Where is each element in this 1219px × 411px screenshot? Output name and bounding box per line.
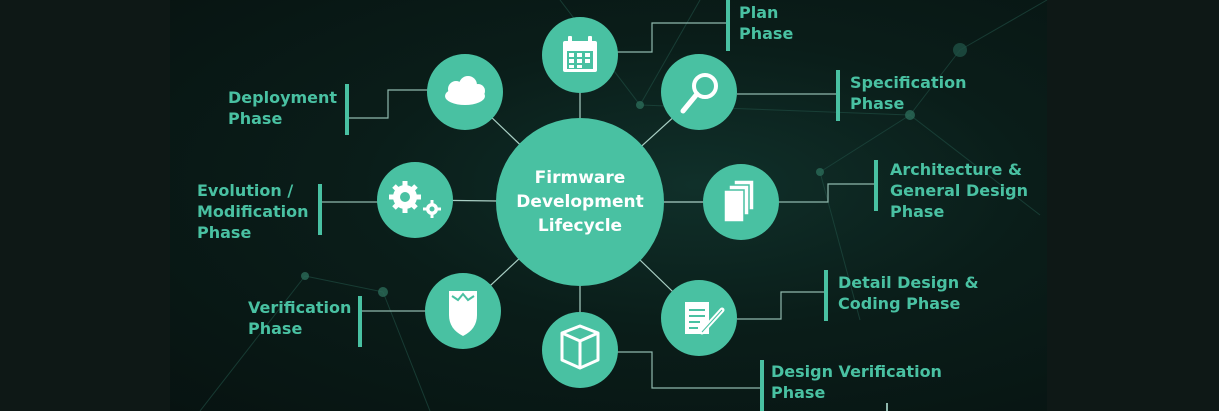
satellite-specification (661, 54, 737, 130)
documents-icon (723, 179, 755, 223)
satellite-verification (425, 273, 501, 349)
center-circle (496, 118, 664, 286)
verification-phase-label: Verification Phase (248, 298, 352, 338)
network-background (199, 0, 1048, 411)
label-connectors (320, 22, 876, 389)
plan-phase-label: Plan Phase (739, 3, 794, 43)
specification-phase-label: Specification Phase (850, 73, 967, 113)
evolution-phase-label: Evolution / Modification Phase (197, 181, 309, 242)
calendar-icon (563, 36, 597, 72)
satellite-design-verification (542, 312, 618, 388)
edit-document-icon (685, 302, 725, 335)
cloud-icon (445, 76, 485, 105)
shield-icon (449, 291, 477, 336)
label-bars (318, 0, 888, 411)
box-icon (560, 324, 600, 370)
detail-design-phase-label: Detail Design & Coding Phase (838, 273, 979, 313)
network-nodes (301, 43, 967, 297)
architecture-phase-label: Architecture & General Design Phase (890, 160, 1028, 221)
satellite-evolution (377, 162, 453, 238)
satellite-architecture (703, 164, 779, 240)
magnifier-icon (680, 73, 718, 114)
satellite-plan (542, 17, 618, 93)
deployment-phase-label: Deployment Phase (228, 88, 338, 128)
left-margin (0, 0, 170, 411)
gears-icon (389, 181, 441, 218)
satellite-deployment (427, 54, 503, 130)
satellite-detail-design (661, 280, 737, 356)
center-title: Firmware Development Lifecycle (516, 168, 644, 236)
right-margin (1047, 0, 1219, 411)
design-verification-phase-label: Design Verification Phase (771, 362, 942, 402)
